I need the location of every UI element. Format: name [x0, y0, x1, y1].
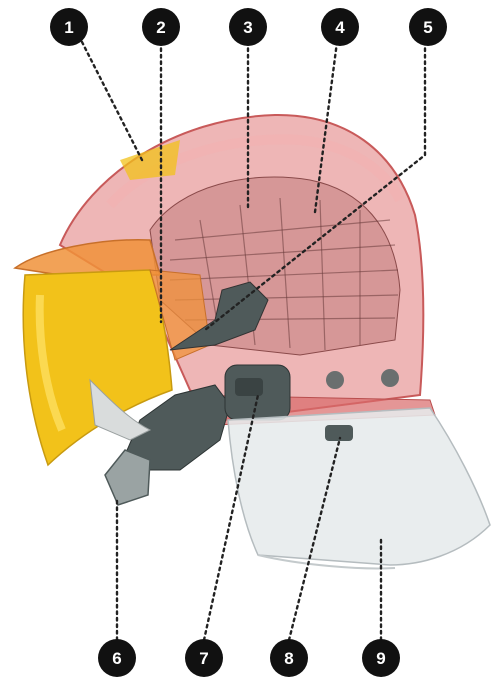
callout-number: 3	[243, 18, 252, 37]
callout-number: 9	[376, 649, 385, 668]
leader-line-1	[82, 42, 142, 160]
lamp-bracket	[235, 378, 263, 396]
callout-9: 9	[362, 639, 400, 677]
callout-number: 8	[284, 649, 293, 668]
shell-accent	[120, 140, 180, 180]
callout-8: 8	[270, 639, 308, 677]
callout-number: 2	[156, 18, 165, 37]
callout-number: 7	[199, 649, 208, 668]
callout-2: 2	[142, 8, 180, 46]
callout-number: 1	[64, 18, 73, 37]
side-bolt-2	[381, 369, 399, 387]
side-bolt-1	[326, 371, 344, 389]
front-peak	[15, 240, 160, 275]
callout-3: 3	[229, 8, 267, 46]
face-shield	[228, 408, 490, 565]
callout-4: 4	[321, 8, 359, 46]
callout-1: 1	[50, 8, 88, 46]
callout-5: 5	[409, 8, 447, 46]
callout-7: 7	[185, 639, 223, 677]
callout-number: 4	[335, 18, 345, 37]
callout-number: 6	[112, 649, 121, 668]
callout-6: 6	[98, 639, 136, 677]
callout-number: 5	[423, 18, 432, 37]
helmet-illustration	[15, 115, 490, 568]
chin-strap-buckle	[105, 450, 150, 505]
